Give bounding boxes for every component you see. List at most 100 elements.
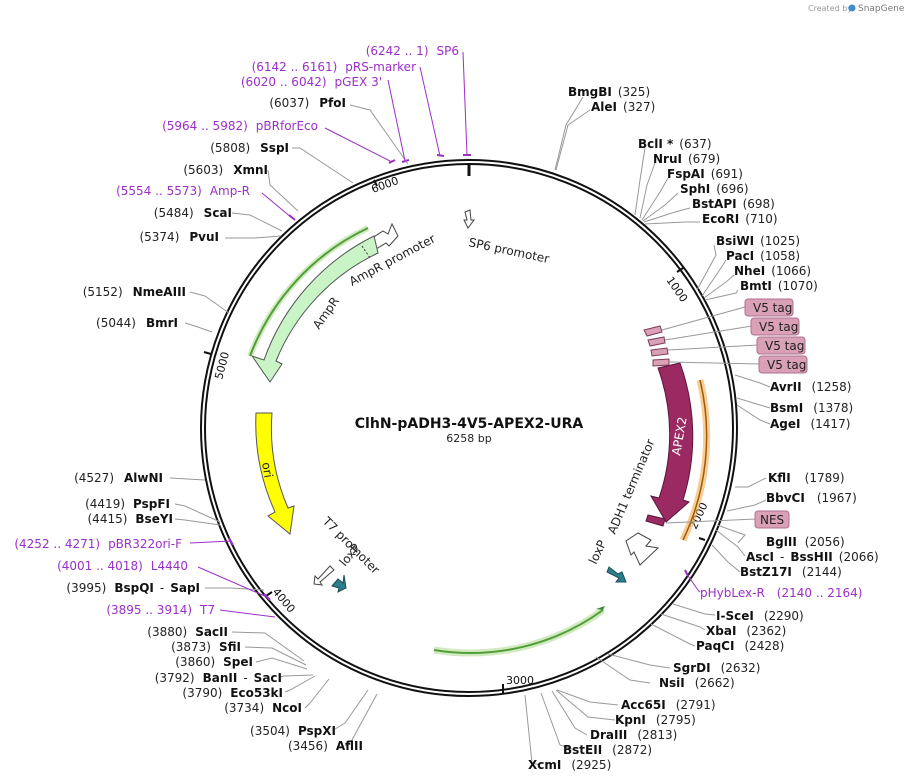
site-bsiwi[interactable]: BsiWI [716, 234, 754, 248]
apex2-label: APEX2 [669, 416, 690, 457]
sp6-promoter-label: SP6 promoter [467, 235, 550, 266]
primer-phyblex-r[interactable]: pHybLex-R [700, 586, 765, 600]
site-bmri[interactable]: BmrI [146, 316, 178, 330]
nes-badge[interactable] [754, 510, 790, 529]
site-agei[interactable]: AgeI [770, 417, 800, 431]
site-kfli[interactable]: KflI [768, 471, 791, 485]
site-sapi[interactable]: SapI [170, 581, 200, 595]
v5-tag-arrow-4[interactable] [652, 358, 670, 367]
site-bspqi[interactable]: BspQI [114, 581, 154, 595]
site-banii[interactable]: BanII [203, 671, 238, 685]
site-bseyi[interactable]: BseYI [135, 512, 173, 526]
site-xbai[interactable]: XbaI [706, 624, 736, 638]
site-avrii[interactable]: AvrII [770, 380, 802, 394]
site-ncoi[interactable]: NcoI [272, 701, 302, 715]
site-alwni[interactable]: AlwNI [124, 471, 163, 485]
site-sgrdi[interactable]: SgrDI [673, 661, 711, 675]
t7-promoter-arrow[interactable] [313, 565, 335, 586]
site-paci[interactable]: PacI [726, 249, 754, 263]
svg-text:(6020 .. 6042)pGEX 3': (6020 .. 6042)pGEX 3' [241, 75, 382, 89]
site-bstz17i[interactable]: BstZ17I [740, 565, 792, 579]
site-bglii[interactable]: BglII [766, 535, 797, 549]
ori-arrow[interactable] [255, 412, 295, 535]
site-bbvci[interactable]: BbvCI [766, 491, 805, 505]
site-pfoi[interactable]: PfoI [319, 96, 346, 110]
v5-tag-arrow-3[interactable] [650, 347, 669, 357]
site-saci[interactable]: SacI [254, 671, 282, 685]
loxp-right-label: loxP [586, 538, 609, 566]
site-bstapi[interactable]: BstAPI [692, 197, 737, 211]
site-pspxi[interactable]: PspXI [298, 724, 336, 738]
svg-text:BclI *(637): BclI *(637) [638, 137, 712, 151]
svg-text:NruI(679): NruI(679) [653, 152, 720, 166]
site-bcli[interactable]: BclI * [638, 137, 674, 151]
site-eco53ki[interactable]: Eco53kI [230, 686, 283, 700]
primer-pbrforeco[interactable]: pBRforEco [256, 119, 318, 133]
adh1-terminator-arrow[interactable] [625, 532, 660, 566]
site-sacii[interactable]: SacII [195, 625, 228, 639]
site-alei[interactable]: AleI [591, 100, 617, 114]
v5-tag-arrow-1[interactable] [643, 325, 663, 337]
v5-tag-badge-4[interactable] [758, 355, 808, 374]
site-fspai[interactable]: FspAI [667, 167, 705, 181]
site-pspfi[interactable]: PspFI [133, 497, 170, 511]
svg-text:(3456)AflII: (3456)AflII [288, 739, 363, 753]
ori-label: ori [259, 461, 275, 479]
ampr-binding-arc [249, 227, 369, 357]
svg-text:BglII(2056): BglII(2056) [766, 535, 845, 549]
site-bsshii[interactable]: BssHII [790, 550, 832, 564]
site-ecori[interactable]: EcoRI [702, 212, 739, 226]
v5-tag-badge-3[interactable] [756, 336, 806, 355]
primer-sp6[interactable]: SP6 [437, 44, 460, 58]
sp6-promoter-arrow[interactable] [463, 209, 475, 229]
svg-text:PacI(1058): PacI(1058) [726, 249, 800, 263]
site-scai[interactable]: ScaI [204, 206, 232, 220]
site-xcmi[interactable]: XcmI [528, 758, 561, 772]
site-sfii[interactable]: SfiI [219, 640, 241, 654]
site-iscei[interactable]: I-SceI [716, 609, 754, 623]
svg-text:BmtI(1070): BmtI(1070) [740, 279, 818, 293]
svg-text:BstZ17I(2144): BstZ17I(2144) [740, 565, 842, 579]
loxp-right-arrow[interactable] [606, 566, 627, 583]
site-kpni[interactable]: KpnI [615, 713, 646, 727]
site-bmgbi[interactable]: BmgBI [568, 85, 612, 99]
site-paqci[interactable]: PaqCI [696, 639, 734, 653]
site-bmti[interactable]: BmtI [740, 279, 772, 293]
svg-text:BstEII(2872): BstEII(2872) [563, 743, 652, 757]
primer-pbr322ori-f[interactable]: pBR322ori-F [108, 537, 182, 551]
v5-tag-badge-1[interactable] [744, 298, 794, 317]
site-xmni[interactable]: XmnI [233, 163, 268, 177]
primer-amp-r[interactable]: Amp-R [210, 184, 250, 198]
site-bsmi[interactable]: BsmI [770, 401, 803, 415]
site-nrui[interactable]: NruI [653, 152, 682, 166]
site-spei[interactable]: SpeI [223, 655, 253, 669]
plasmid-name: ClhN-pADH3-4V5-APEX2-URA [355, 416, 584, 432]
site-labels-left: (3456)AflII (3504)PspXI (3734)NcoI (3790… [66, 96, 363, 753]
site-pvui[interactable]: PvuI [189, 230, 219, 244]
site-bsteii[interactable]: BstEII [563, 743, 602, 757]
site-sspi[interactable]: SspI [260, 141, 289, 155]
svg-text:EcoRI(710): EcoRI(710) [702, 212, 778, 226]
ampr-promoter-arrow[interactable] [371, 222, 399, 250]
site-aflii[interactable]: AflII [336, 739, 363, 753]
svg-text:V5 tag: V5 tag [765, 339, 804, 353]
site-draiii[interactable]: DraIII [590, 728, 627, 742]
site-nhei[interactable]: NheI [734, 264, 765, 278]
primer-pgex[interactable]: pGEX 3' [335, 75, 382, 89]
primer-t7[interactable]: T7 [199, 603, 215, 617]
svg-text:AscI-BssHII(2066): AscI-BssHII(2066) [746, 550, 879, 564]
site-sphi[interactable]: SphI [680, 182, 710, 196]
v5-tag-badge-2[interactable] [750, 317, 800, 336]
site-nmeaiii[interactable]: NmeAIII [133, 285, 186, 299]
feature-badges: V5 tag V5 tag V5 tag V5 tag NES [744, 298, 808, 529]
loxp-left-arrow[interactable] [331, 574, 347, 593]
primer-l4440[interactable]: L4440 [151, 559, 188, 573]
primer-prs-marker[interactable]: pRS-marker [345, 60, 416, 74]
nes-feature[interactable] [645, 514, 666, 527]
svg-text:(3504)PspXI: (3504)PspXI [250, 724, 336, 738]
apex2-arrow[interactable] [649, 362, 694, 523]
site-acc65i[interactable]: Acc65I [621, 698, 666, 712]
site-nsii[interactable]: NsiI [659, 676, 685, 690]
site-asci[interactable]: AscI [746, 550, 774, 564]
v5-tag-arrow-2[interactable] [647, 336, 666, 347]
